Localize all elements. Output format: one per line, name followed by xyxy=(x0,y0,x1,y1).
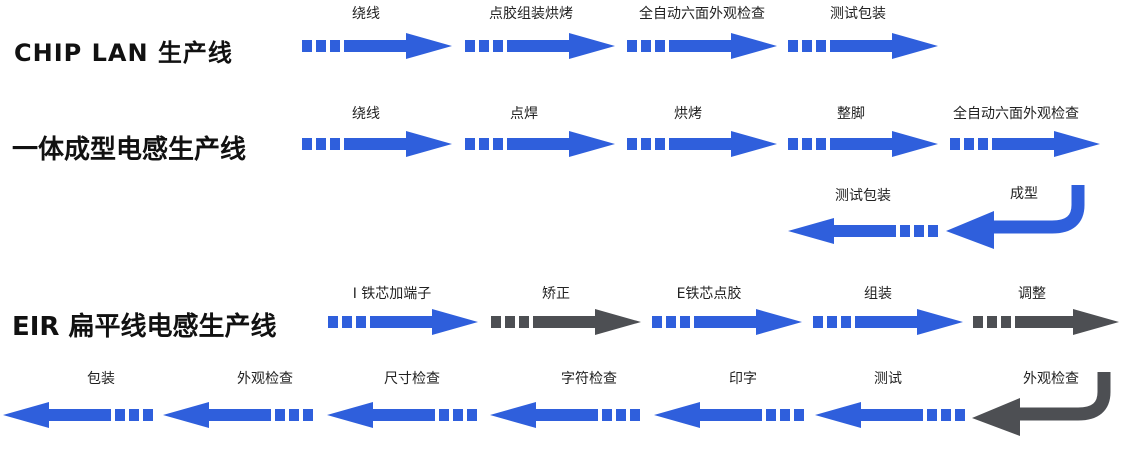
arrow-right-icon xyxy=(950,131,1100,157)
step-label: 外观检查 xyxy=(237,371,293,387)
step-label: 尺寸检查 xyxy=(384,371,440,387)
step-label: 矫正 xyxy=(542,286,570,302)
arrow-left-icon xyxy=(654,402,804,428)
arrow-left-icon xyxy=(163,402,313,428)
arrow-left-icon xyxy=(490,402,640,428)
arrow-right-icon xyxy=(302,33,452,59)
line-title-eir-flat-wire: EIR 扁平线电感生产线 xyxy=(12,312,277,342)
step-label: 测试包装 xyxy=(835,188,891,204)
step-label: 点胶组装烘烤 xyxy=(489,6,573,22)
turn-arrow-icon xyxy=(972,372,1111,436)
arrow-right-icon xyxy=(465,131,615,157)
arrow-right-icon xyxy=(328,309,478,335)
arrow-right-icon xyxy=(627,33,777,59)
arrow-right-icon xyxy=(302,131,452,157)
arrow-right-icon xyxy=(973,309,1119,335)
step-label: 调整 xyxy=(1018,286,1046,302)
step-label: 烘烤 xyxy=(674,106,702,122)
step-label: E铁芯点胶 xyxy=(676,286,742,302)
step-label: 绕线 xyxy=(352,106,380,122)
arrow-left-icon xyxy=(788,218,938,244)
step-label: 组装 xyxy=(864,286,892,302)
arrow-right-icon xyxy=(491,309,641,335)
arrow-right-icon xyxy=(788,33,938,59)
line-title-molded-inductor: 一体成型电感生产线 xyxy=(12,135,247,165)
step-label: 整脚 xyxy=(837,106,865,122)
arrow-left-icon xyxy=(3,402,153,428)
step-label: 字符检查 xyxy=(561,371,617,387)
step-label: 全自动六面外观检查 xyxy=(953,106,1079,122)
step-label: I 铁芯加端子 xyxy=(352,286,432,302)
step-label: 绕线 xyxy=(352,6,380,22)
step-label: 全自动六面外观检查 xyxy=(639,6,765,22)
arrow-right-icon xyxy=(652,309,802,335)
step-label: 印字 xyxy=(729,371,757,387)
arrow-right-icon xyxy=(465,33,615,59)
turn-arrow-icon xyxy=(946,185,1085,249)
arrow-right-icon xyxy=(788,131,938,157)
step-label: 包装 xyxy=(87,371,115,387)
line-title-chip-lan: CHIP LAN 生产线 xyxy=(14,39,233,67)
step-label: 点焊 xyxy=(510,106,538,122)
arrow-right-icon xyxy=(627,131,777,157)
step-label: 成型 xyxy=(1010,186,1038,202)
arrow-right-icon xyxy=(813,309,963,335)
step-label: 外观检查 xyxy=(1023,371,1079,387)
arrow-left-icon xyxy=(815,402,965,428)
step-label: 测试 xyxy=(874,371,902,387)
arrow-left-icon xyxy=(327,402,477,428)
step-label: 测试包装 xyxy=(830,6,886,22)
